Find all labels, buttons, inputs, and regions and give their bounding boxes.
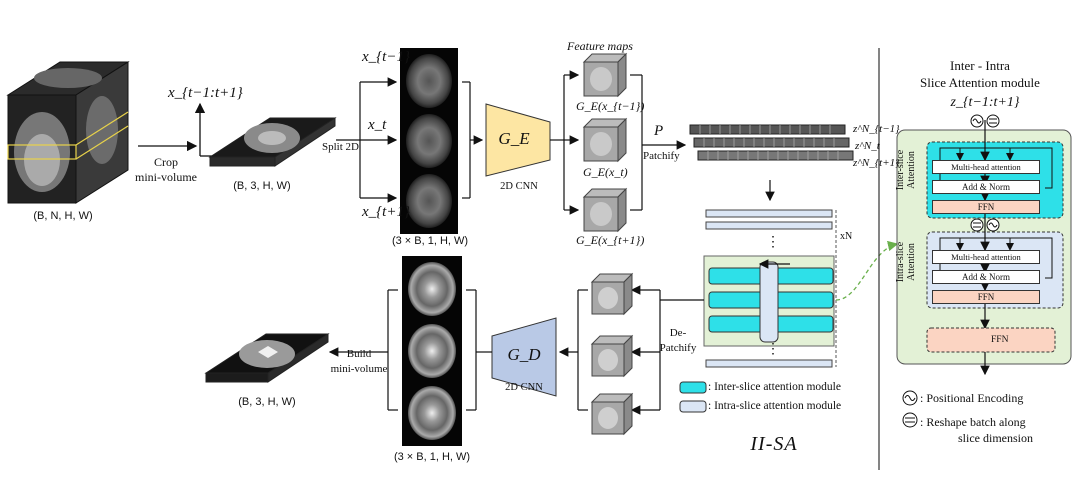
stack-ellipsis-top: ⋮	[766, 235, 780, 250]
fm-curr-label: G_E(x_t)	[583, 165, 628, 179]
repeat-label: xN	[840, 231, 853, 242]
output-slice-image-3	[402, 380, 462, 446]
encoder-label: G_E	[498, 129, 530, 148]
x-range-label: x_{t−1:t+1}	[168, 85, 243, 101]
intra-ffn-box: FFN	[932, 290, 1040, 304]
x-prev-label: x_{t−1}	[362, 49, 410, 65]
inter-mha-box: Multi-head attention	[932, 160, 1040, 174]
stack-ellipsis-bottom: ⋮	[766, 342, 780, 357]
pos-enc-legend-label: : Positional Encoding	[920, 391, 1024, 405]
output-shape-label: (B, 3, H, W)	[238, 396, 296, 408]
slices-shape-label: (3 × B, 1, H, W)	[391, 235, 469, 247]
reshape-icon	[902, 412, 918, 428]
module-z-input: z_{t−1:t+1}	[950, 95, 1020, 110]
ii-sa-module-panel	[896, 120, 1072, 376]
positional-encoding-icon	[902, 390, 918, 406]
input-shape-label: (B, N, H, W)	[33, 210, 93, 222]
x-curr-label: x_t	[368, 117, 387, 133]
inter-ffn-box: FFN	[932, 200, 1040, 214]
legend-intra-swatch	[679, 400, 707, 413]
z-prev-label: z^N_{t−1}	[853, 123, 900, 135]
patchify-label: Patchify	[643, 150, 680, 162]
intra-addnorm-box: Add & Norm	[932, 270, 1040, 284]
token-strips	[689, 124, 854, 161]
z-next-label: z^N_{t+1}	[853, 157, 900, 169]
mini-volume-slab	[208, 117, 337, 167]
slice-image-prev	[400, 48, 458, 114]
legend-intra-label: : Intra-slice attention module	[708, 400, 842, 412]
transformer-stack	[703, 209, 837, 368]
mini-volume-shape-label: (B, 3, H, W)	[233, 180, 291, 192]
fm-next-label: G_E(x_{t+1})	[576, 233, 645, 247]
z-curr-label: z^N_t	[855, 140, 880, 152]
module-top-icons	[970, 114, 1000, 128]
patchify-symbol: P	[654, 123, 664, 139]
encoder-cnn-label: 2D CNN	[500, 181, 538, 192]
module-mid-icons	[970, 218, 1000, 232]
legend-inter-label: : Inter-slice attention module	[708, 381, 841, 393]
decoder-label: G_D	[507, 345, 541, 364]
depatchify-label: De-Patchify	[659, 327, 697, 354]
feature-maps-title: Feature maps	[567, 39, 633, 53]
decoder-cnn-label: 2D CNN	[505, 382, 543, 393]
split-2d-label: Split 2D	[322, 141, 359, 153]
inter-addnorm-box: Add & Norm	[932, 180, 1040, 194]
fm-prev-label: G_E(x_{t−1})	[576, 99, 645, 113]
input-volume-cube	[6, 61, 130, 204]
final-ffn-label: FFN	[991, 335, 1009, 345]
intra-mha-box: Multi-head attention	[932, 250, 1040, 264]
legend-inter-swatch	[679, 381, 707, 394]
encoder-trapezoid	[485, 103, 551, 177]
x-next-label: x_{t+1}	[362, 204, 410, 220]
decoder-trapezoid	[491, 317, 557, 397]
output-slice-image-1	[402, 256, 462, 322]
slice-image-next	[400, 168, 458, 234]
decoded-feature-cubes	[590, 272, 634, 436]
slice-image-curr	[400, 108, 458, 174]
reshape-legend-label: : Reshape batch along slice dimension	[920, 415, 1033, 445]
output-slices-shape-label: (3 × B, 1, H, W)	[393, 451, 471, 463]
feature-map-cubes	[582, 52, 628, 233]
ii-sa-title: II-SA	[750, 433, 798, 455]
output-slice-image-2	[402, 318, 462, 384]
output-volume-slab	[204, 333, 330, 383]
